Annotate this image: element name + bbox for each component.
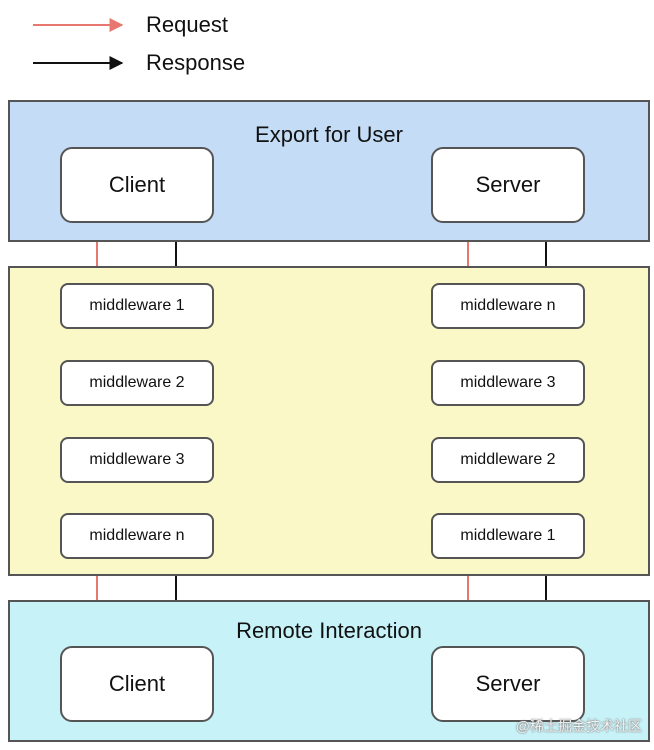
middleware-label: middleware 3	[460, 374, 556, 391]
watermark: @稀土掘金技术社区	[515, 718, 642, 734]
legend-response-label: Response	[146, 50, 246, 75]
middleware-label: middleware 1	[460, 527, 556, 544]
client-middleware-box: middleware 3	[60, 437, 214, 483]
top-client-box: Client	[60, 147, 214, 223]
middleware-label: middleware 3	[89, 451, 185, 468]
client-middleware-box: middleware n	[60, 513, 214, 559]
top-server-box: Server	[431, 147, 585, 223]
server-middleware-box: middleware 1	[431, 513, 585, 559]
band-title: Remote Interaction	[236, 618, 422, 643]
middleware-label: middleware 2	[89, 374, 185, 391]
top-client-label: Client	[108, 172, 166, 197]
bottom-client-label: Client	[108, 671, 166, 696]
middleware-label: middleware n	[89, 527, 185, 544]
band-title: Export for User	[255, 122, 403, 147]
middleware-label: middleware 2	[460, 451, 556, 468]
bottom-server-label: Server	[475, 671, 541, 696]
legend-request-label: Request	[146, 12, 228, 37]
client-middleware-box: middleware 1	[60, 283, 214, 329]
middleware-label: middleware 1	[89, 297, 185, 314]
bottom-server-box: Server	[431, 646, 585, 722]
client-middleware-box: middleware 2	[60, 360, 214, 406]
server-middleware-box: middleware n	[431, 283, 585, 329]
top-server-label: Server	[475, 172, 541, 197]
server-middleware-box: middleware 3	[431, 360, 585, 406]
bottom-client-box: Client	[60, 646, 214, 722]
middleware-label: middleware n	[460, 297, 556, 314]
server-middleware-box: middleware 2	[431, 437, 585, 483]
